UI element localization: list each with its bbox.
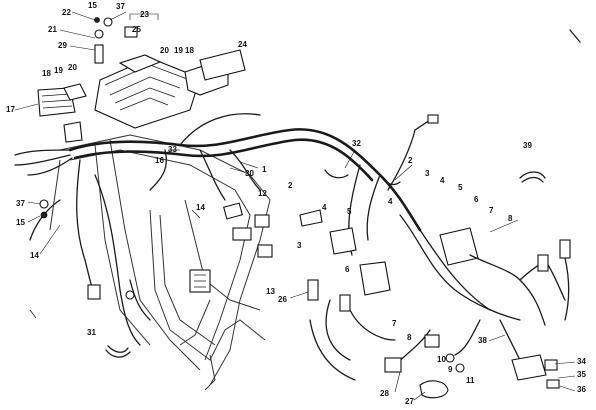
part-label-33: 33 xyxy=(168,145,177,154)
part-label-30: 30 xyxy=(245,169,254,178)
part-label-19: 19 xyxy=(174,46,183,55)
part-label-25: 25 xyxy=(132,25,141,34)
part-label-3b: 3 xyxy=(425,169,430,178)
part-label-18: 18 xyxy=(185,46,194,55)
part-label-5b: 5 xyxy=(458,183,463,192)
part-label-2b: 2 xyxy=(408,156,413,165)
leader-lines xyxy=(14,11,576,401)
part-label-35: 35 xyxy=(577,370,586,379)
part-label-36: 36 xyxy=(577,385,586,394)
part-label-32: 32 xyxy=(352,139,361,148)
part-label-13: 13 xyxy=(266,287,275,296)
right-side-components xyxy=(309,239,571,399)
part-label-10: 10 xyxy=(437,355,446,364)
part-label-5: 5 xyxy=(347,207,352,216)
part-labels: 1 2 2 3 3 4 4 4 5 5 6 6 7 7 8 8 9 10 11 … xyxy=(6,1,586,406)
part-label-21: 21 xyxy=(48,25,57,34)
part-label-8b: 8 xyxy=(407,333,412,342)
part-label-20: 20 xyxy=(160,46,169,55)
part-label-39: 39 xyxy=(523,141,532,150)
part-label-17: 17 xyxy=(6,105,15,114)
left-side-leads xyxy=(14,149,151,346)
part-label-19b: 19 xyxy=(54,66,63,75)
part-label-27: 27 xyxy=(405,397,414,406)
part-label-14b: 14 xyxy=(196,203,205,212)
main-harness-trunk xyxy=(68,113,521,321)
part-label-37b: 37 xyxy=(16,199,25,208)
part-label-3: 3 xyxy=(297,241,302,250)
part-label-20b: 20 xyxy=(68,63,77,72)
part-label-7: 7 xyxy=(392,319,397,328)
part-label-4: 4 xyxy=(322,203,327,212)
part-label-1: 1 xyxy=(262,165,267,174)
part-label-2: 2 xyxy=(288,181,293,190)
part-label-18b: 18 xyxy=(42,69,51,78)
part-label-4b: 4 xyxy=(440,176,445,185)
part-label-15b: 15 xyxy=(16,218,25,227)
part-label-34: 34 xyxy=(577,357,586,366)
part-label-16: 16 xyxy=(155,156,164,165)
motorcycle-frame xyxy=(49,134,271,391)
part-label-6b: 6 xyxy=(474,195,479,204)
part-label-28: 28 xyxy=(380,389,389,398)
part-label-26: 26 xyxy=(278,295,287,304)
part-label-9: 9 xyxy=(448,365,453,374)
part-label-22: 22 xyxy=(62,8,71,17)
part-label-15: 15 xyxy=(88,1,97,10)
part-label-4c: 4 xyxy=(388,197,393,206)
control-unit-assembly xyxy=(37,17,246,143)
part-label-24: 24 xyxy=(238,40,247,49)
part-label-6: 6 xyxy=(345,265,350,274)
part-label-8: 8 xyxy=(508,214,513,223)
part-label-7b: 7 xyxy=(489,206,494,215)
part-label-14: 14 xyxy=(30,251,39,260)
part-label-37: 37 xyxy=(116,2,125,11)
clips-and-brackets xyxy=(29,29,581,358)
middle-connectors xyxy=(189,202,479,312)
part-label-31: 31 xyxy=(87,328,96,337)
part-label-12: 12 xyxy=(258,189,267,198)
part-label-38: 38 xyxy=(478,336,487,345)
part-label-23: 23 xyxy=(140,10,149,19)
part-label-29: 29 xyxy=(58,41,67,50)
part-label-11: 11 xyxy=(466,376,475,385)
